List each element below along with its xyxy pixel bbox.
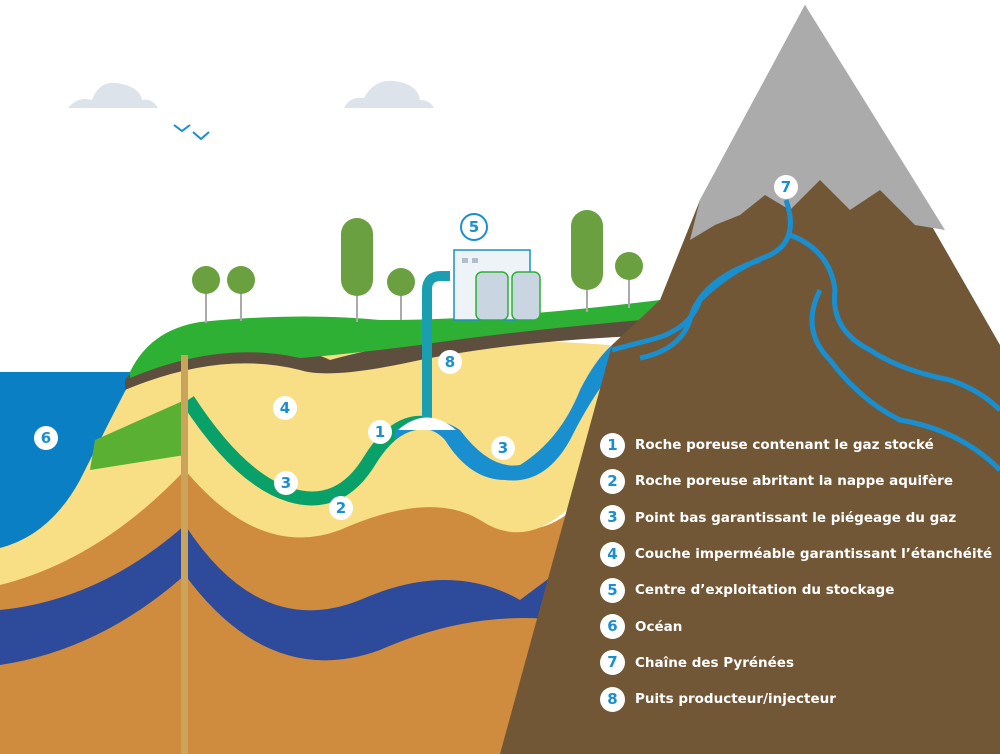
legend-item: 8 Puits producteur/injecteur [600, 681, 992, 717]
marker-8: 8 [438, 350, 462, 374]
gas-layer [90, 400, 185, 470]
legend-number: 2 [600, 468, 625, 494]
legend-label: Roche poreuse contenant le gaz stocké [635, 437, 934, 454]
storage-facility-icon [453, 249, 541, 321]
legend-label: Couche imperméable garantissant l’étanch… [635, 546, 993, 563]
legend-item: 7 Chaîne des Pyrénées [600, 645, 992, 681]
legend-number: 7 [600, 650, 625, 676]
legend-number: 8 [600, 686, 625, 712]
marker-3: 3 [491, 436, 515, 460]
legend-label: Roche poreuse abritant la nappe aquifère [635, 473, 953, 490]
tree-icon [387, 268, 415, 320]
legend-item: 3 Point bas garantissant le piégeage du g… [600, 500, 992, 536]
legend-label: Chaîne des Pyrénées [635, 654, 794, 671]
injection-well [422, 271, 450, 425]
gas-reservoir [395, 345, 612, 481]
legend-item: 2 Roche poreuse abritant la nappe aquifèr… [600, 463, 992, 499]
legend-item: 5 Centre d’exploitation du stockage [600, 572, 992, 608]
legend: 1 Roche poreuse contenant le gaz stocké 2… [600, 427, 992, 717]
marker-6: 6 [34, 426, 58, 450]
cloud-icon [344, 80, 434, 108]
legend-item: 6 Océan [600, 608, 992, 644]
ocean [0, 372, 135, 548]
cloud-icon [68, 82, 158, 108]
legend-label: Centre d’exploitation du stockage [635, 582, 895, 599]
marker-5: 5 [460, 213, 488, 241]
bird-icon [173, 124, 210, 141]
tree-icon [341, 218, 373, 322]
clay-layer [0, 450, 600, 754]
sand-layer [0, 340, 610, 585]
marker-1: 1 [368, 420, 392, 444]
legend-number: 6 [600, 614, 625, 640]
tree-icon [571, 210, 603, 312]
marker-3: 3 [274, 471, 298, 495]
marker-2: 2 [329, 496, 353, 520]
tree-icon [227, 266, 255, 321]
legend-number: 5 [600, 577, 625, 603]
legend-number: 3 [600, 505, 625, 531]
legend-number: 4 [600, 541, 625, 567]
wellhead [398, 417, 456, 430]
legend-item: 1 Roche poreuse contenant le gaz stocké [600, 427, 992, 463]
mountain-rock [690, 5, 945, 240]
well-pipe [181, 355, 188, 754]
legend-label: Océan [635, 618, 683, 635]
legend-label: Puits producteur/injecteur [635, 691, 836, 708]
marker-7: 7 [774, 175, 798, 199]
tree-icon [192, 266, 220, 323]
legend-number: 1 [600, 432, 625, 458]
legend-item: 4 Couche imperméable garantissant l’étanc… [600, 536, 992, 572]
legend-label: Point bas garantissant le piégeage du ga… [635, 509, 957, 526]
soil-layer [125, 315, 660, 390]
tree-icon [615, 252, 643, 308]
aquifer-layer [0, 525, 560, 665]
marker-4: 4 [273, 396, 297, 420]
river [611, 199, 1000, 472]
